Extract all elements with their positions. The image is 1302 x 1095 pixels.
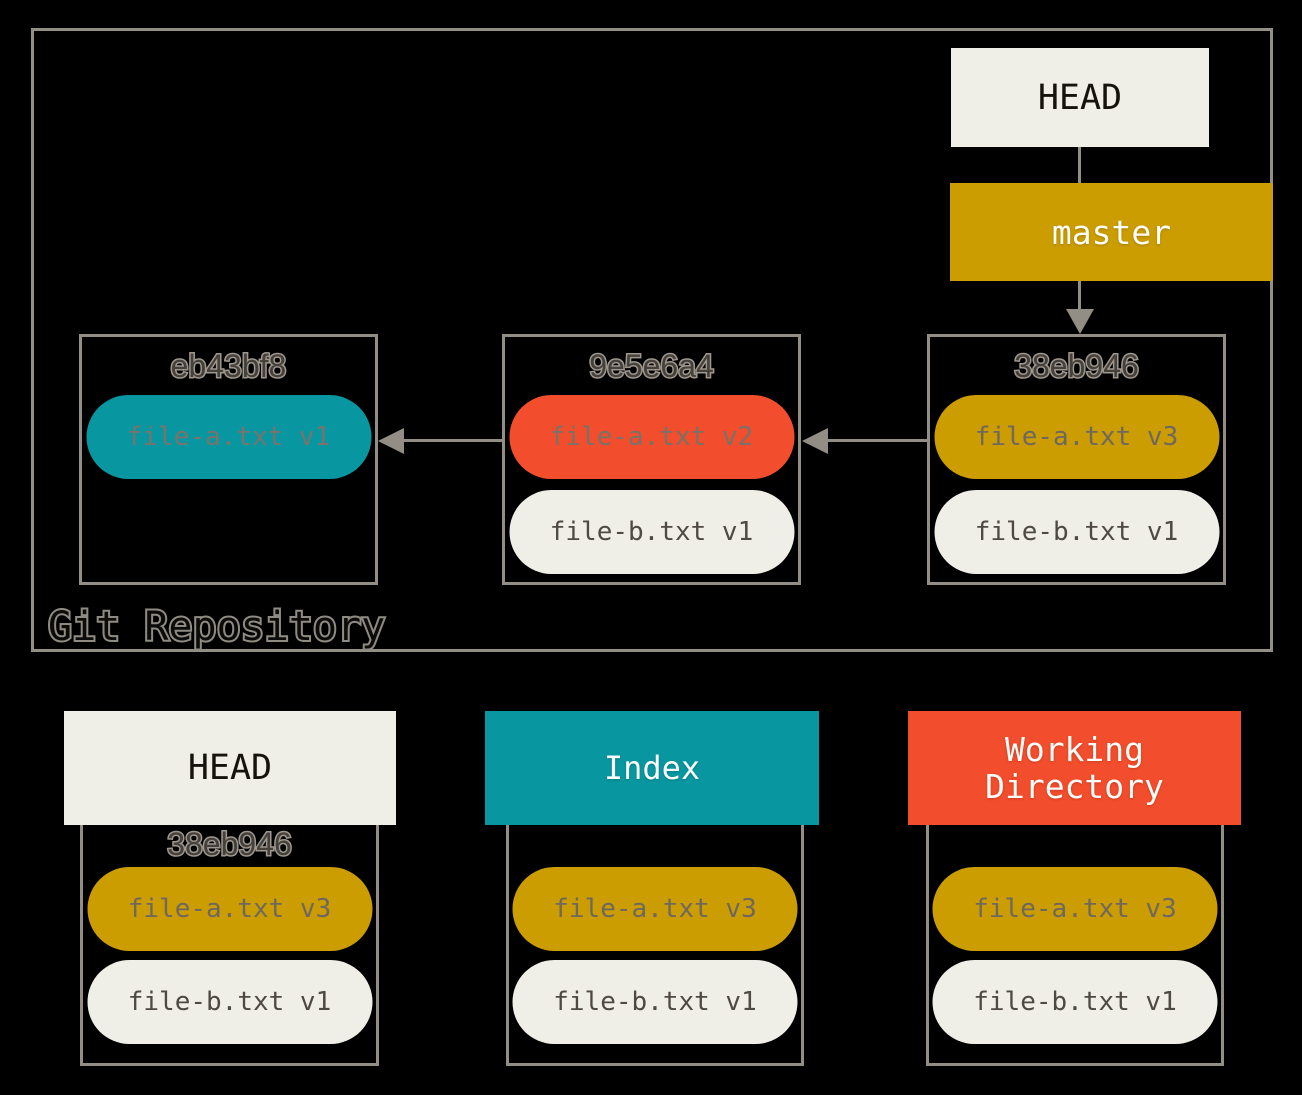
index-area-box: file-a.txt v3 file-b.txt v1: [506, 822, 804, 1066]
head-to-master-line: [1078, 147, 1081, 183]
working-directory-area-title: Working Directory: [985, 730, 1164, 806]
commit-title-38eb946-text: 38eb946: [1014, 348, 1139, 384]
commit-box-38eb946: 38eb946 38eb946 file-a.txt v3 file-b.txt…: [927, 334, 1226, 585]
file-pill-label: file-a.txt v1: [126, 422, 331, 452]
file-pill-label: file-b.txt v1: [127, 987, 332, 1017]
commit-title-eb43bf8-stroke: eb43bf8: [169, 347, 288, 386]
working-directory-area-header: Working Directory: [908, 711, 1241, 825]
file-pill-file-a-v2: file-a.txt v2: [509, 395, 794, 479]
file-pill-label: file-b.txt v1: [549, 517, 754, 547]
head-area-box: 38eb946 38eb946 file-a.txt v3 file-b.txt…: [80, 822, 379, 1066]
master-to-commit-line: [1078, 281, 1081, 309]
head-area-commit-title: 38eb946 38eb946: [83, 826, 376, 863]
file-pill-file-b-v1: file-b.txt v1: [512, 960, 798, 1044]
file-pill-label: file-b.txt v1: [974, 517, 1179, 547]
master-branch-label: master: [1051, 212, 1172, 252]
commit-title-9e5e6a4: 9e5e6a4 9e5e6a4: [505, 347, 798, 386]
head-ref-label: HEAD: [1037, 77, 1123, 118]
file-pill-file-b-v1: file-b.txt v1: [932, 960, 1218, 1044]
commit-title-eb43bf8: eb43bf8 eb43bf8: [82, 347, 375, 386]
parent-arrow-line-38eb946: [828, 439, 927, 442]
file-pill-file-a-v3: file-a.txt v3: [512, 867, 798, 951]
head-area-commit-title-text: 38eb946: [167, 826, 292, 862]
file-pill-file-b-v1: file-b.txt v1: [934, 490, 1219, 574]
commit-title-eb43bf8-text: eb43bf8: [170, 348, 287, 384]
file-pill-file-a-v3: file-a.txt v3: [934, 395, 1219, 479]
commit-title-38eb946-stroke: 38eb946: [1013, 347, 1141, 386]
commit-title-38eb946: 38eb946 38eb946: [930, 347, 1223, 386]
commit-box-9e5e6a4: 9e5e6a4 9e5e6a4 file-a.txt v2 file-b.txt…: [502, 334, 801, 585]
index-area-header: Index: [485, 711, 819, 825]
file-pill-label: file-b.txt v1: [553, 987, 757, 1017]
git-repository-box: [31, 28, 1273, 652]
parent-arrowhead-to-eb43bf8-icon: [378, 428, 404, 454]
file-pill-label: file-a.txt v3: [553, 894, 757, 924]
head-area-title: HEAD: [187, 747, 273, 788]
commit-title-9e5e6a4-stroke: 9e5e6a4: [588, 347, 716, 386]
file-pill-label: file-a.txt v2: [549, 422, 754, 452]
file-pill-file-b-v1: file-b.txt v1: [87, 960, 372, 1044]
file-pill-label: file-a.txt v3: [973, 894, 1177, 924]
commit-box-eb43bf8: eb43bf8 eb43bf8 file-a.txt v1: [79, 334, 378, 585]
file-pill-file-b-v1: file-b.txt v1: [509, 490, 794, 574]
parent-arrowhead-to-9e5e6a4-icon: [802, 428, 828, 454]
file-pill-label: file-a.txt v3: [974, 422, 1179, 452]
master-to-commit-arrowhead-icon: [1066, 309, 1094, 334]
head-area-header: HEAD: [64, 711, 396, 825]
head-area-commit-title-stroke: 38eb946: [166, 826, 294, 863]
working-directory-area-box: file-a.txt v3 file-b.txt v1: [926, 822, 1224, 1066]
parent-arrow-line-9e5e6a4: [404, 439, 502, 442]
file-pill-file-a-v3: file-a.txt v3: [87, 867, 372, 951]
file-pill-file-a-v1: file-a.txt v1: [86, 395, 371, 479]
file-pill-label: file-b.txt v1: [973, 987, 1177, 1017]
master-branch-box: master: [950, 183, 1273, 281]
head-ref-box: HEAD: [951, 48, 1209, 147]
file-pill-label: file-a.txt v3: [127, 894, 332, 924]
index-area-title: Index: [603, 748, 701, 787]
commit-title-9e5e6a4-text: 9e5e6a4: [589, 348, 714, 384]
file-pill-file-a-v3: file-a.txt v3: [932, 867, 1218, 951]
